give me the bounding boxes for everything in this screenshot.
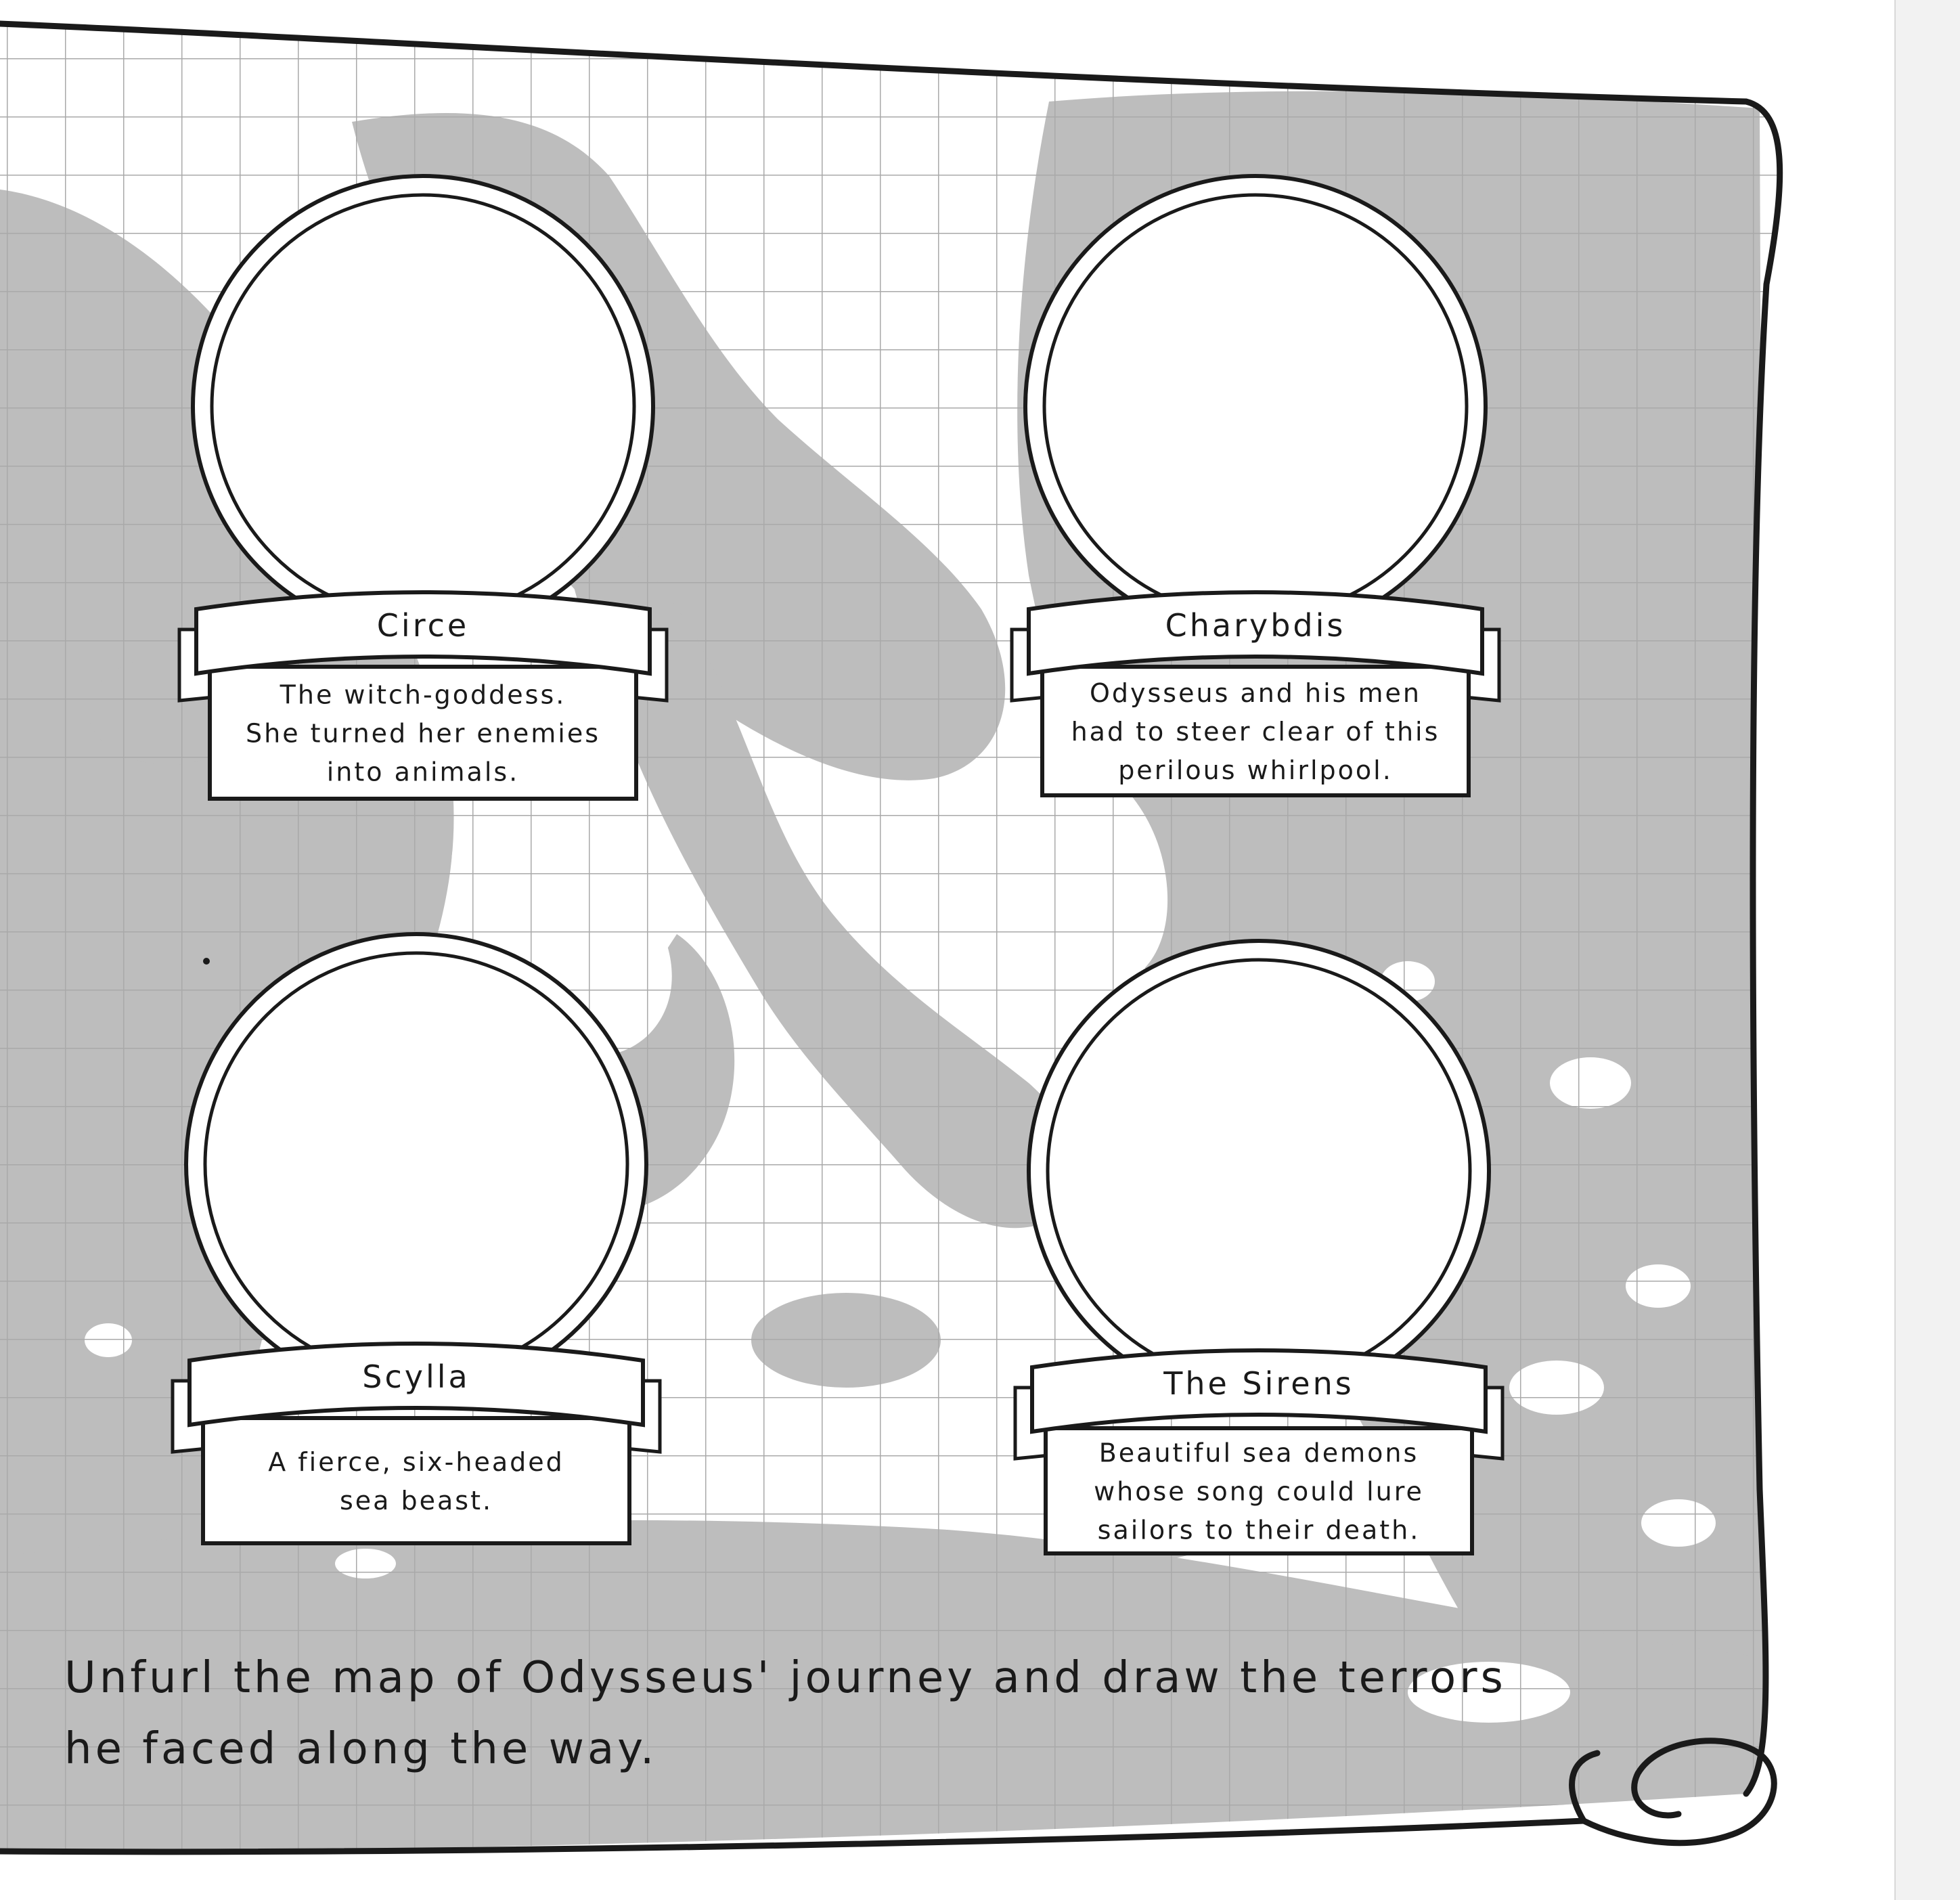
frame-description-line: She turned her enemies	[246, 719, 600, 749]
frame-description-line: Odysseus and his men	[1090, 678, 1421, 708]
frame-description-line: whose song could lure	[1094, 1477, 1424, 1507]
scroll-curl	[1580, 1738, 1777, 1847]
frame-description-line: into animals.	[327, 757, 520, 787]
description-box	[1040, 665, 1471, 797]
drawing-area[interactable]	[210, 193, 636, 619]
frame-title: Circe	[377, 607, 469, 644]
ink-dot	[203, 958, 210, 965]
drawing-area[interactable]	[203, 951, 629, 1377]
frame-title: The Sirens	[1163, 1365, 1354, 1402]
description-box	[201, 1416, 631, 1545]
instructions-line-1: Unfurl the map of Odysseus' journey and …	[64, 1653, 1507, 1703]
frame-scylla: Scylla A fierce, six-headed sea beast.	[171, 932, 662, 1545]
scroll-outline	[0, 20, 1783, 1855]
instructions-line-2: he faced along the way.	[64, 1724, 657, 1774]
description-box	[208, 665, 638, 801]
frame-description-line: Beautiful sea demons	[1099, 1438, 1419, 1468]
frame-description-line: perilous whirlpool.	[1118, 755, 1393, 785]
frame-description-line: had to steer clear of this	[1071, 717, 1440, 747]
drawing-area[interactable]	[1042, 193, 1469, 619]
name-banner	[194, 590, 652, 676]
drawing-area[interactable]	[1046, 958, 1472, 1384]
name-banner	[1027, 590, 1484, 676]
frame-description-line: sea beast.	[340, 1486, 493, 1516]
frame-description-line: A fierce, six-headed	[268, 1447, 564, 1477]
description-box	[1044, 1426, 1474, 1555]
frame-description-line: The witch-goddess.	[280, 680, 566, 710]
frame-title: Charybdis	[1165, 607, 1346, 644]
frame-description-line: sailors to their death.	[1098, 1516, 1421, 1545]
name-banner	[1030, 1348, 1488, 1434]
next-page-edge	[1894, 0, 1960, 1900]
name-banner	[187, 1342, 645, 1428]
frame-title: Scylla	[362, 1358, 470, 1395]
